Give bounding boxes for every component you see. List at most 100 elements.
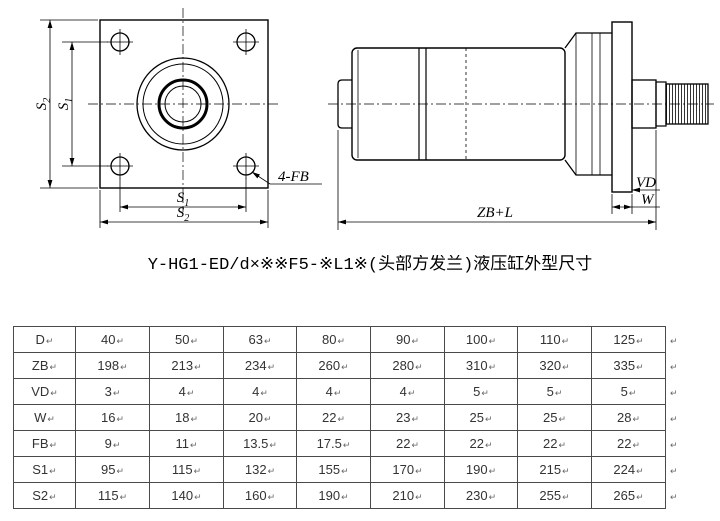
row-label: D	[35, 332, 45, 347]
cell-value: 110	[539, 332, 561, 347]
table-cell: 25↵	[517, 404, 592, 431]
paragraph-mark: ↵	[411, 336, 419, 346]
paragraph-mark: ↵	[190, 414, 198, 424]
engineering-drawing: S2 S1 S1 S2 4-FB ZB+L VD W	[34, 8, 714, 230]
table-cell: 190↵	[444, 456, 518, 483]
cell-value: 190	[465, 462, 488, 477]
table-cell: 4↵	[370, 378, 445, 405]
paragraph-mark: ↵	[333, 388, 342, 398]
paragraph-mark: ↵	[670, 362, 678, 372]
cell-value: 90	[395, 332, 411, 347]
table-cell: 234↵	[223, 352, 297, 379]
paragraph-mark: ↵	[558, 440, 566, 450]
paragraph-mark: ↵	[488, 362, 497, 372]
cell-value: 23	[395, 410, 411, 425]
boss-outer-circle	[136, 57, 230, 151]
bolt-hole-centerlines	[107, 29, 259, 179]
cell-value: 230	[465, 488, 488, 503]
table-row: D↵40↵50↵63↵80↵90↵100↵110↵125↵↵	[13, 326, 682, 353]
paragraph-mark: ↵	[670, 466, 678, 476]
cylinder-side-view	[328, 21, 714, 230]
table-cell: 215↵	[517, 456, 592, 483]
table-cell: 140↵	[149, 482, 224, 509]
paragraph-mark: ↵	[670, 414, 678, 424]
paragraph-mark: ↵	[628, 388, 637, 398]
cell-value: 224	[613, 462, 636, 477]
cell-value: 280	[392, 358, 415, 373]
table-row: ZB↵198↵213↵234↵260↵280↵310↵320↵335↵↵	[13, 352, 682, 379]
paragraph-mark: ↵	[189, 440, 198, 450]
paragraph-mark: ↵	[342, 440, 351, 450]
paragraph-mark: ↵	[636, 466, 644, 476]
paragraph-mark: ↵	[45, 336, 54, 346]
table-cell: 210↵	[370, 482, 445, 509]
table-cell: 50↵	[149, 326, 224, 353]
cell-value: 5	[620, 384, 628, 399]
paragraph-mark: ↵	[411, 414, 419, 424]
paragraph-mark: ↵	[337, 336, 345, 346]
paragraph-mark: ↵	[632, 440, 640, 450]
table-cell: 5↵	[444, 378, 518, 405]
paragraph-mark: ↵	[415, 362, 423, 372]
table-cell: 125↵	[591, 326, 666, 353]
rod-thread	[665, 83, 709, 125]
row-label: W	[34, 410, 47, 425]
paragraph-mark: ↵	[116, 414, 124, 424]
dim-label-s2-horizontal: S2	[177, 205, 190, 224]
table-cell: 198↵	[75, 352, 150, 379]
label-subscript: 1	[184, 198, 189, 209]
table-cell: 80↵	[296, 326, 371, 353]
dim-label-s1-vertical: S1	[56, 98, 75, 111]
table-cell: 4↵	[223, 378, 297, 405]
label-base: S	[34, 102, 50, 110]
cell-value: 234	[244, 358, 267, 373]
label-subscript: 2	[42, 98, 53, 103]
row-end-mark: ↵	[666, 405, 682, 431]
row-label-cell: W↵	[13, 404, 76, 431]
cell-value: 190	[318, 488, 341, 503]
cell-value: 255	[539, 488, 562, 503]
table-cell: 90↵	[370, 326, 445, 353]
cell-value: 210	[392, 488, 415, 503]
cell-value: 5	[473, 384, 481, 399]
cell-value: 63	[248, 332, 263, 347]
paragraph-mark: ↵	[260, 388, 268, 398]
rod-bore-circle	[157, 78, 209, 130]
hole-callout-leader	[251, 171, 322, 185]
paragraph-mark: ↵	[269, 440, 277, 450]
paragraph-mark: ↵	[337, 414, 345, 424]
cell-value: 155	[318, 462, 341, 477]
paragraph-mark: ↵	[670, 440, 678, 450]
row-end-mark: ↵	[666, 457, 682, 483]
paragraph-mark: ↵	[562, 362, 570, 372]
dim-label-s2-vertical: S2	[34, 98, 53, 111]
table-cell: 9↵	[75, 430, 150, 457]
row-end-mark: ↵	[666, 379, 682, 405]
row-label-cell: D↵	[13, 326, 76, 353]
table-cell: 5↵	[591, 378, 666, 405]
table-row: VD↵3↵4↵4↵4↵4↵5↵5↵5↵↵	[13, 378, 682, 405]
row-end-mark: ↵	[666, 431, 682, 457]
paragraph-mark: ↵	[558, 414, 566, 424]
cell-value: 13.5	[243, 436, 269, 451]
paragraph-mark: ↵	[341, 492, 349, 502]
paragraph-mark: ↵	[47, 414, 55, 424]
cell-value: 16	[100, 410, 116, 425]
paragraph-mark: ↵	[562, 466, 570, 476]
paragraph-mark: ↵	[488, 492, 497, 502]
cell-value: 22	[321, 410, 337, 425]
table-cell: 4↵	[296, 378, 371, 405]
paragraph-mark: ↵	[484, 440, 493, 450]
row-label-cell: ZB↵	[13, 352, 76, 379]
paragraph-mark: ↵	[194, 492, 202, 502]
flange-front-view	[40, 8, 322, 228]
paragraph-mark: ↵	[112, 388, 121, 398]
row-label-cell: FB↵	[13, 430, 76, 457]
table-cell: 280↵	[370, 352, 445, 379]
table-cell: 16↵	[75, 404, 150, 431]
table-cell: 190↵	[296, 482, 371, 509]
row-label-cell: S1↵	[13, 456, 76, 483]
table-cell: 23↵	[370, 404, 445, 431]
paragraph-mark: ↵	[636, 492, 644, 502]
cell-value: 335	[613, 358, 636, 373]
